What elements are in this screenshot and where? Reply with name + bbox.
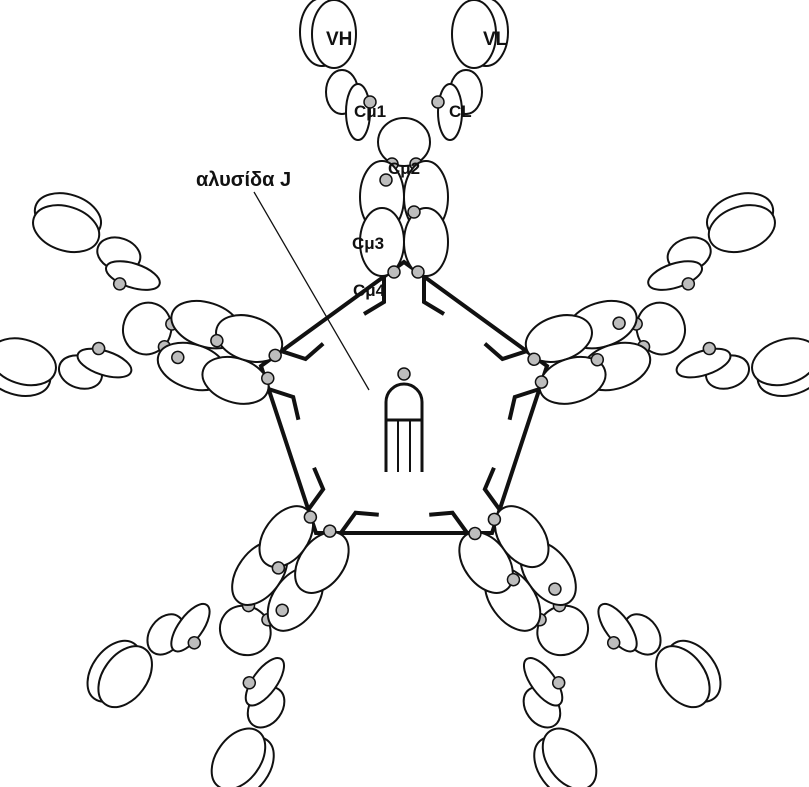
monomer-right	[465, 185, 809, 480]
monomer-left	[0, 185, 343, 480]
monomer-bottom-left	[77, 430, 431, 787]
j-chain	[386, 368, 422, 472]
label-cmu1: Cμ1	[354, 103, 386, 120]
label-j-chain: αλυσίδα J	[196, 170, 291, 190]
monomer-bottom-right	[377, 430, 731, 787]
label-cmu4: Cμ4	[353, 282, 385, 299]
label-cmu3: Cμ3	[352, 235, 384, 252]
label-vh: VH	[326, 30, 352, 49]
label-vl: VL	[483, 30, 507, 49]
pentagon-link	[261, 262, 547, 533]
label-cmu2: Cμ2	[388, 160, 420, 177]
label-cl: CL	[449, 103, 472, 120]
